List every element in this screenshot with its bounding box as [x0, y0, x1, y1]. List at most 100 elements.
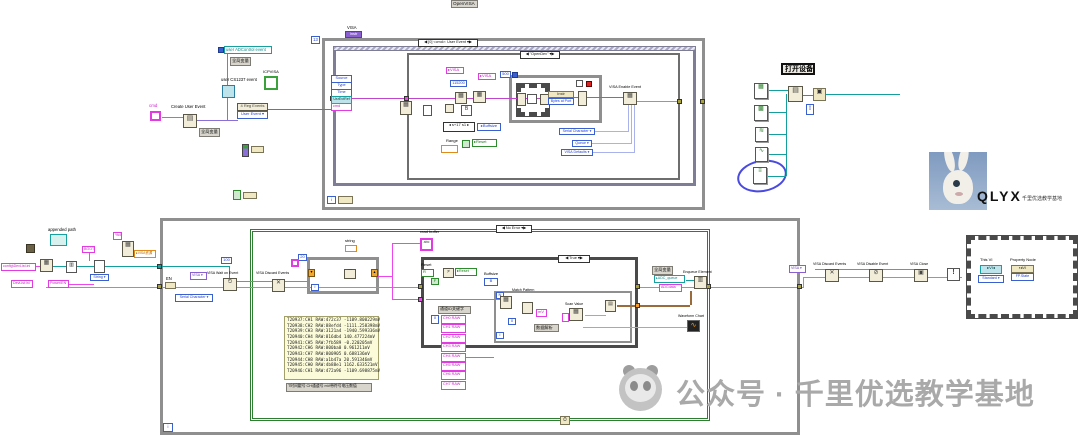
case-true-header[interactable]: ◀ True ▾▶ [558, 255, 590, 263]
reset-local-write[interactable]: ▸Reset [455, 268, 477, 276]
queue-enum[interactable]: Queue ▾ [572, 140, 592, 147]
open-subvi-node[interactable]: ▣ [813, 88, 826, 101]
cmd-terminal[interactable] [150, 111, 161, 121]
expression-node[interactable]: ◂ s+17 s1 ▸ [443, 122, 475, 132]
stop-const[interactable] [586, 81, 592, 87]
reset-local-read[interactable]: R [421, 269, 434, 277]
format-string-node[interactable]: ▦ [122, 241, 134, 257]
reg-events-header[interactable]: 4 Reg Events [237, 103, 268, 111]
visa-discard-events-node-2[interactable]: ✕ [825, 269, 839, 282]
visa-resource-local[interactable]: ▸VISA资源 [134, 250, 156, 258]
serial-config-node[interactable]: ▦ [455, 92, 467, 104]
case-opendev-header[interactable]: ◀ "OpenDev" ▾▶ [520, 51, 560, 59]
parse-for-loop[interactable] [494, 291, 632, 343]
subvi-icon-5[interactable]: ≡ [753, 167, 767, 184]
top-while-loop[interactable] [322, 38, 705, 210]
buffsize-local-read[interactable]: B [484, 278, 498, 286]
devlist-const[interactable]: DevList.ini [11, 280, 33, 288]
en-const[interactable] [165, 282, 176, 289]
appended-path-const[interactable] [50, 234, 67, 246]
raw-data-string-constant[interactable]: T20937:CH1 RAW:472c37 -1109.800229mV T20… [284, 316, 380, 380]
range-const[interactable] [441, 145, 458, 153]
timeout-const[interactable]: 500 [500, 71, 511, 78]
visa-close-node[interactable]: ▣ [914, 269, 928, 282]
concat-strings-node[interactable]: ⁀ [344, 269, 356, 279]
sequence-structure[interactable] [966, 235, 1078, 319]
property-node-prop-row[interactable]: FP.State [1011, 273, 1034, 281]
loop2-20-const[interactable]: 20 [298, 254, 307, 261]
queue-node-2-tag[interactable] [243, 192, 257, 199]
standard-enum[interactable]: Standard ▾ [978, 275, 1004, 283]
visa-disable-event-node[interactable]: ⊘ [869, 269, 883, 282]
bundle-node[interactable]: ▤ [605, 300, 616, 312]
channel-array-element[interactable]: CH0 RAW [441, 315, 466, 324]
read-buffer-indicator[interactable]: abc [420, 238, 433, 251]
for-loop-i[interactable]: i [496, 332, 504, 339]
serial-character-enum-1[interactable]: Serial Character ▾ [559, 128, 595, 135]
visa-wait-on-event-node[interactable]: ⏲ [223, 278, 237, 291]
visa-prop-small-node[interactable] [517, 93, 526, 106]
channel-array-element[interactable]: CH3 RAW [441, 343, 466, 352]
loop2-terminal[interactable] [291, 259, 299, 267]
subvi-b-node[interactable]: B [461, 105, 472, 116]
channel-array-element[interactable]: CH6 RAW [441, 371, 466, 380]
error-handler-node[interactable]: ! [947, 268, 960, 281]
loop-stop-node[interactable] [576, 80, 583, 87]
zero-const[interactable]: 0 [508, 318, 516, 325]
false-const[interactable]: F [431, 278, 439, 285]
adc-queue-local[interactable]: ▸ADC_queue [654, 275, 685, 283]
string-const[interactable] [345, 245, 357, 252]
adcdata-const[interactable]: ADCdata [659, 284, 682, 292]
top-wait-node[interactable] [338, 196, 353, 204]
enqueue-element-node[interactable]: ▥ [694, 276, 707, 289]
timeout-icon[interactable] [512, 72, 518, 78]
shift-register-left[interactable]: ▾ [308, 269, 315, 277]
visa-wire-class-tag[interactable]: Instr [345, 31, 362, 38]
instr-prop-row[interactable]: Instr [548, 91, 574, 98]
shift-register-right[interactable]: ▴ [371, 269, 378, 277]
subvi-icon-3[interactable]: ≋ [755, 127, 768, 142]
case-no-error-header[interactable]: ◀ No Error ▾▶ [496, 225, 532, 233]
bytes-at-port-row[interactable]: Bytes at Port [548, 98, 574, 105]
queue-node-1[interactable] [242, 144, 249, 157]
subvi-gray-2[interactable]: ▥ [66, 261, 77, 273]
event-structure-header[interactable]: ◀ [0] <cmd>: User Event ▾▶ [418, 39, 478, 47]
property-node-ref-row[interactable]: ▪◂VI [1011, 265, 1034, 273]
waveform-chart-icon[interactable]: ∿ [687, 320, 700, 332]
channel-array-index[interactable]: 0 [431, 315, 439, 324]
subvi-icon-2[interactable]: ▩ [754, 105, 768, 121]
visa-local-bottom[interactable]: VISA ▾ [190, 272, 207, 280]
bottom-wait-node[interactable]: ⏱ [560, 416, 570, 425]
serial-character-enum-2[interactable]: Serial Character ▾ [175, 294, 213, 302]
baud-rate-const[interactable]: 115200 [450, 80, 467, 87]
visa-local-1[interactable]: ▸VISA [446, 67, 464, 74]
this-vi-refnum[interactable]: ▸VI◂ [980, 265, 1002, 274]
subvi-gray-node[interactable] [423, 105, 432, 116]
buffsize-local-write[interactable]: ▸Buffsize [477, 123, 501, 131]
channel-array-element[interactable]: CH1 RAW [441, 324, 466, 333]
bytes-port-icon[interactable] [527, 94, 537, 104]
match-pattern-node[interactable]: ▦ [500, 296, 512, 309]
inner-while-loop[interactable] [509, 75, 602, 123]
create-user-event-node[interactable]: ▤ [183, 114, 197, 128]
visa-defaults-enum[interactable]: VISA Defaults ▾ [561, 149, 593, 156]
compare-node[interactable]: ≠ [443, 268, 454, 278]
boot-const[interactable]: BOOT [82, 246, 95, 253]
event-data-cmd[interactable]: cmd [331, 103, 352, 111]
merge-errors-node[interactable]: ▤ [788, 86, 803, 102]
queue-node-2[interactable] [233, 190, 241, 200]
visa-local-2[interactable]: ▸VISA [478, 73, 496, 80]
power-en-const[interactable]: Power/EN [48, 280, 69, 288]
channel-array-element[interactable]: CH7 RAW [441, 381, 466, 390]
visa-enable-event-node[interactable]: ▦ [623, 92, 637, 105]
visa-open-node[interactable]: ▦ [473, 91, 486, 103]
read-ini-node[interactable]: ▦ [40, 259, 53, 272]
string-enum[interactable]: String ▾ [90, 274, 109, 281]
mv-const[interactable]: mV [536, 309, 547, 317]
user-event-ref-dot[interactable] [218, 47, 224, 53]
subvi-icon-1[interactable]: ▦ [754, 83, 768, 99]
bottom-while-iteration[interactable]: i [163, 423, 173, 432]
wait-100-const[interactable]: 100 [221, 257, 232, 264]
queue-node-1-tag[interactable] [251, 146, 264, 153]
subvi-icon-4[interactable]: ∿ [755, 147, 768, 162]
